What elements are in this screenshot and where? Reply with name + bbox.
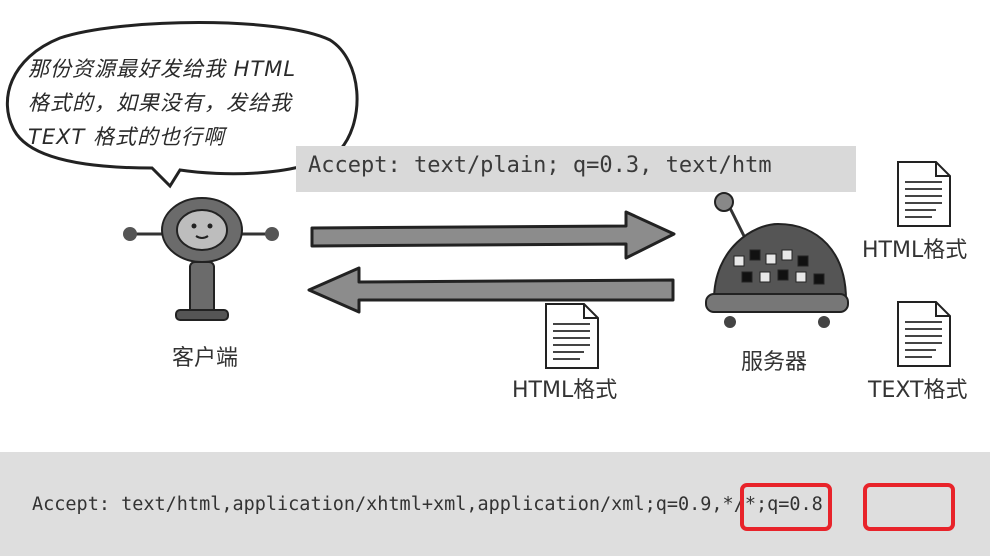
bubble-line: 那份资源最好发给我 HTML [28,57,297,81]
html-document-icon [545,303,599,369]
text-document-icon [897,301,951,367]
request-arrow-icon [310,210,676,260]
request-header-text: Accept: text/plain; q=0.3, text/htm [308,153,772,178]
accept-header-band [0,452,990,556]
html-document-icon [897,161,951,227]
client-robot-icon [123,197,279,321]
bubble-line: TEXT 格式的也行啊 [28,125,225,149]
server-label: 服务器 [741,350,808,375]
speech-bubble-text: 那份资源最好发给我 HTML 格式的，如果没有，发给我 TEXT 格式的也行啊 [28,52,328,154]
server-doc-label: TEXT格式 [868,378,968,403]
server-robot-icon [705,192,849,328]
accept-header-text: Accept: text/html,application/xhtml+xml,… [32,494,823,515]
response-arrow-icon [307,266,675,314]
server-doc-label: HTML格式 [862,238,968,263]
bubble-line: 格式的，如果没有，发给我 [28,91,292,115]
q-value-highlight [863,483,955,531]
response-doc-label: HTML格式 [512,378,618,403]
client-label: 客户端 [172,346,239,371]
request-header-box [296,146,856,192]
q-value-highlight [740,483,832,531]
speech-bubble [5,21,359,189]
